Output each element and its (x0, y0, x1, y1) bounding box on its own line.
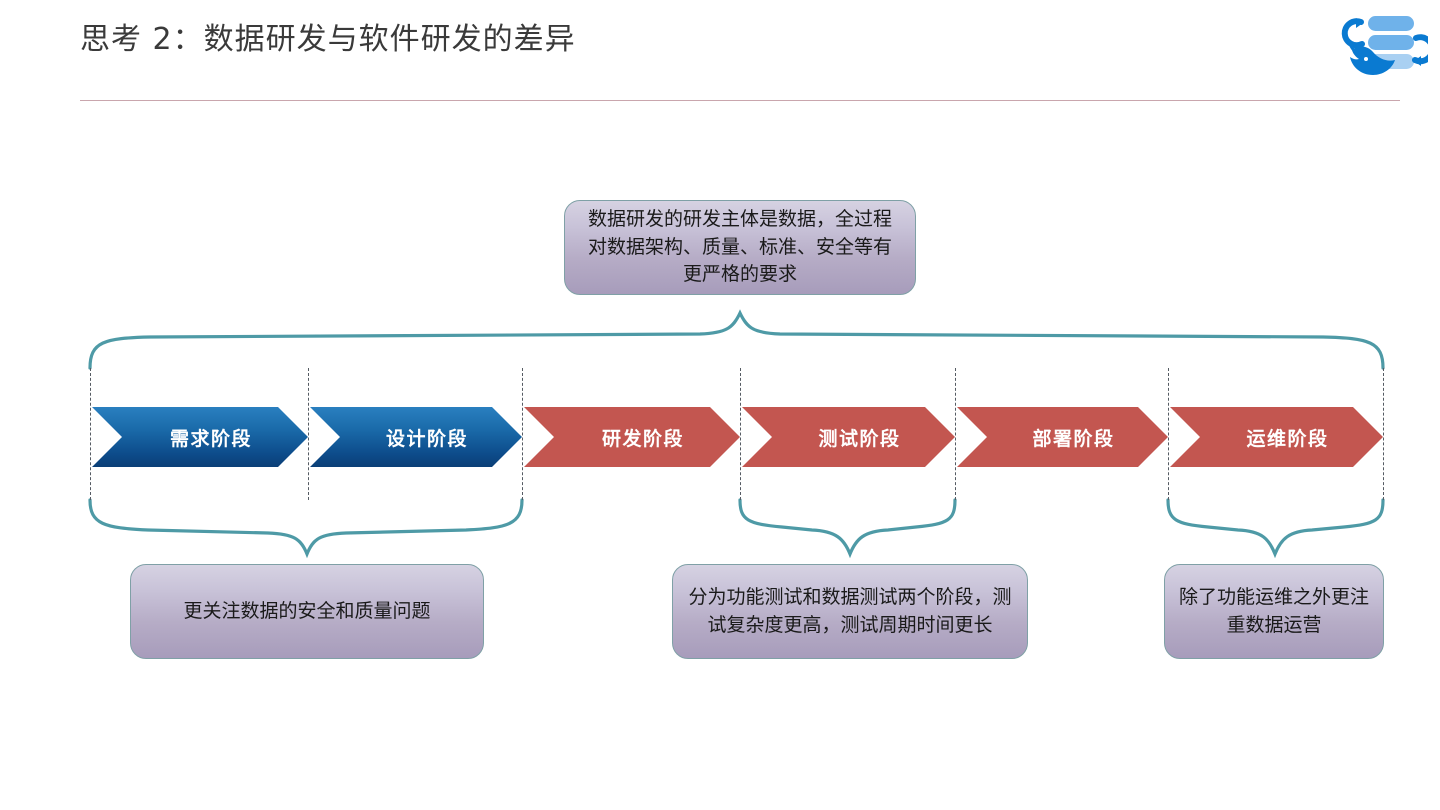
stage-label: 运维阶段 (1246, 427, 1329, 450)
stage-chevron-deployment[interactable]: 部署阶段 (957, 407, 1168, 467)
stage-divider (955, 368, 956, 500)
stage-divider (1168, 368, 1169, 500)
stage-label: 研发阶段 (601, 427, 684, 450)
callout-text: 分为功能测试和数据测试两个阶段，测试复杂度更高，测试周期时间更长 (688, 585, 1012, 636)
callout-data-subject: 数据研发的研发主体是数据，全过程对数据架构、质量、标准、安全等有更严格的要求 (564, 200, 916, 295)
stage-label: 设计阶段 (385, 427, 468, 450)
callout-text: 数据研发的研发主体是数据，全过程对数据架构、质量、标准、安全等有更严格的要求 (587, 208, 892, 286)
stage-chevron-requirements[interactable]: 需求阶段 (92, 407, 308, 467)
callout-data-operations: 除了功能运维之外更注重数据运营 (1164, 564, 1384, 659)
stage-label: 部署阶段 (1032, 427, 1115, 450)
stage-chevron-testing[interactable]: 测试阶段 (742, 407, 955, 467)
stage-chevron-design[interactable]: 设计阶段 (310, 407, 522, 467)
stage-divider (740, 368, 741, 500)
stage-chevron-development[interactable]: 研发阶段 (524, 407, 740, 467)
stage-label: 需求阶段 (169, 427, 252, 450)
page-title: 思考 2：数据研发与软件研发的差异 (80, 22, 576, 57)
callout-security-quality: 更关注数据的安全和质量问题 (130, 564, 484, 659)
process-flow: 需求阶段 设计阶段 研发阶段 测试阶段 部署阶段 运维阶段 (0, 407, 1440, 467)
stage-divider (1383, 368, 1384, 500)
callout-text: 除了功能运维之外更注重数据运营 (1179, 585, 1370, 636)
stage-label: 测试阶段 (818, 427, 901, 450)
stage-chevron-operations[interactable]: 运维阶段 (1170, 407, 1383, 467)
dolphinscheduler-logo (1332, 10, 1436, 80)
stage-divider (308, 368, 309, 500)
callout-testing-phases: 分为功能测试和数据测试两个阶段，测试复杂度更高，测试周期时间更长 (672, 564, 1028, 659)
stage-divider (522, 368, 523, 500)
callout-text: 更关注数据的安全和质量问题 (183, 599, 431, 622)
stage-divider (90, 368, 91, 500)
title-divider (80, 100, 1400, 101)
